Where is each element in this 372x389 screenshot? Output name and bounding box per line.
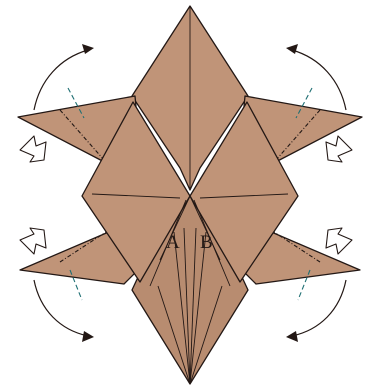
label-b: B: [200, 232, 213, 253]
curved-fold-arrow-icon-lower-left: [34, 280, 94, 342]
push-arrow-icon-upper-left: [20, 136, 46, 162]
curved-fold-arrow-icon-upper-left: [34, 44, 94, 110]
label-a: A: [166, 232, 180, 253]
push-arrow-icon-lower-left: [20, 228, 46, 254]
curved-fold-arrow-icon-upper-right: [286, 44, 346, 110]
push-arrow-icon-upper-right: [326, 136, 352, 162]
push-arrow-icon-lower-right: [326, 228, 352, 254]
curved-fold-arrow-icon-lower-right: [286, 280, 346, 342]
